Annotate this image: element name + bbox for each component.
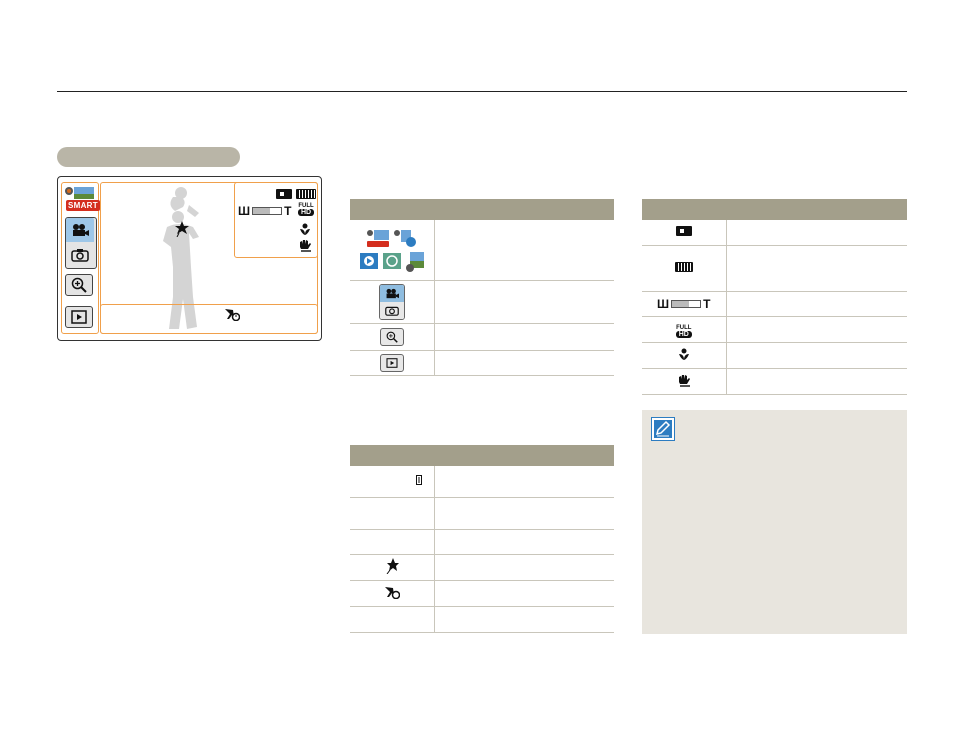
record-mode-toggle[interactable] — [65, 217, 97, 269]
left-menu-frame — [61, 182, 99, 334]
bottom-status-frame — [100, 304, 318, 334]
table-header-icon — [350, 199, 434, 220]
status-icons-frame — [234, 182, 318, 258]
playback-button[interactable] — [65, 306, 93, 328]
full-label: FULL — [298, 203, 314, 209]
table-row — [350, 606, 435, 633]
note-box — [642, 410, 907, 634]
table-header-icon — [642, 199, 726, 220]
table-cell — [434, 606, 614, 633]
self-timer-icon — [384, 587, 400, 599]
zoom-wide-label: Ш — [657, 297, 670, 311]
memory-card-icon — [276, 189, 292, 199]
macro-flower-icon — [300, 223, 310, 235]
note-pencil-icon — [651, 417, 675, 441]
full-hd-icon: FULL HD — [298, 203, 315, 216]
table-cell — [434, 529, 614, 555]
table-row — [350, 323, 435, 351]
zoom-wide-label: Ш — [238, 204, 251, 218]
manual-mode-icon — [394, 229, 417, 247]
table-cell — [434, 350, 614, 376]
memory-card-icon — [675, 226, 692, 236]
table-header-icon — [350, 445, 434, 466]
battery-icon — [674, 262, 693, 272]
zoom-tele-label: T — [284, 204, 292, 218]
table-row — [350, 280, 435, 324]
movie-mode-icon — [359, 252, 378, 269]
table-cell — [726, 291, 907, 317]
table-cell — [726, 342, 907, 369]
battery-icon — [296, 189, 316, 199]
camcorder-screen: SMART Ш T FULL HD — [57, 176, 322, 341]
zoom-bar-track — [252, 207, 283, 215]
section-pill — [57, 147, 240, 167]
hd-label: HD — [298, 209, 315, 216]
table-cell — [434, 323, 614, 351]
table-row — [350, 529, 435, 555]
table-cell — [434, 466, 614, 498]
pause-icon — [415, 475, 422, 485]
zoom-button[interactable] — [65, 274, 93, 296]
table-cell — [726, 368, 907, 395]
camera-icon — [71, 249, 89, 262]
smart-auto-icon — [367, 229, 390, 247]
mode-icons-table — [350, 199, 614, 376]
status-icons-table — [350, 445, 614, 633]
smart-auto-mode[interactable]: SMART — [64, 185, 100, 211]
time-lapse-icon — [382, 252, 401, 269]
table-row — [350, 350, 435, 376]
video-camera-icon — [386, 288, 399, 299]
self-timer-icon — [225, 309, 240, 321]
table-cell — [434, 280, 614, 324]
smart-badge: SMART — [66, 200, 100, 211]
table-cell — [434, 580, 614, 607]
zoom-tele-label: T — [703, 297, 711, 311]
table-row — [642, 220, 727, 246]
playback-icon — [386, 358, 398, 368]
hd-label: HD — [675, 331, 692, 338]
zoom-in-icon — [386, 331, 398, 343]
person-silhouette — [163, 187, 199, 329]
table-row — [642, 368, 727, 395]
table-header-description — [726, 199, 907, 220]
table-row — [642, 342, 727, 369]
table-cell — [434, 220, 614, 281]
table-header-description — [434, 445, 614, 466]
table-cell — [726, 316, 907, 343]
table-row — [350, 497, 435, 530]
hand-stabilizer-icon — [300, 240, 311, 252]
playback-icon — [71, 310, 87, 324]
zoom-in-icon — [71, 277, 87, 293]
zoom-bar: Ш T — [238, 204, 291, 218]
table-row — [350, 554, 435, 581]
hand-stabilizer-icon — [678, 374, 690, 387]
zoom-bar-track — [671, 300, 702, 308]
table-row — [350, 220, 435, 281]
tele-macro-icon — [386, 558, 399, 574]
table-cell — [726, 220, 907, 246]
table-header-description — [434, 199, 614, 220]
table-row — [642, 245, 727, 292]
table-row — [350, 466, 435, 498]
table-cell — [434, 497, 614, 530]
table-cell — [434, 554, 614, 581]
camera-icon — [384, 306, 399, 316]
scene-thumbnail-icon — [65, 187, 94, 199]
tele-macro-icon — [175, 221, 189, 237]
header-rule — [57, 91, 907, 92]
full-label: FULL — [676, 325, 692, 331]
table-row — [350, 580, 435, 607]
scene-mode-icon — [405, 251, 424, 272]
table-cell — [726, 245, 907, 292]
macro-flower-icon — [678, 348, 689, 360]
video-camera-icon — [73, 224, 89, 236]
